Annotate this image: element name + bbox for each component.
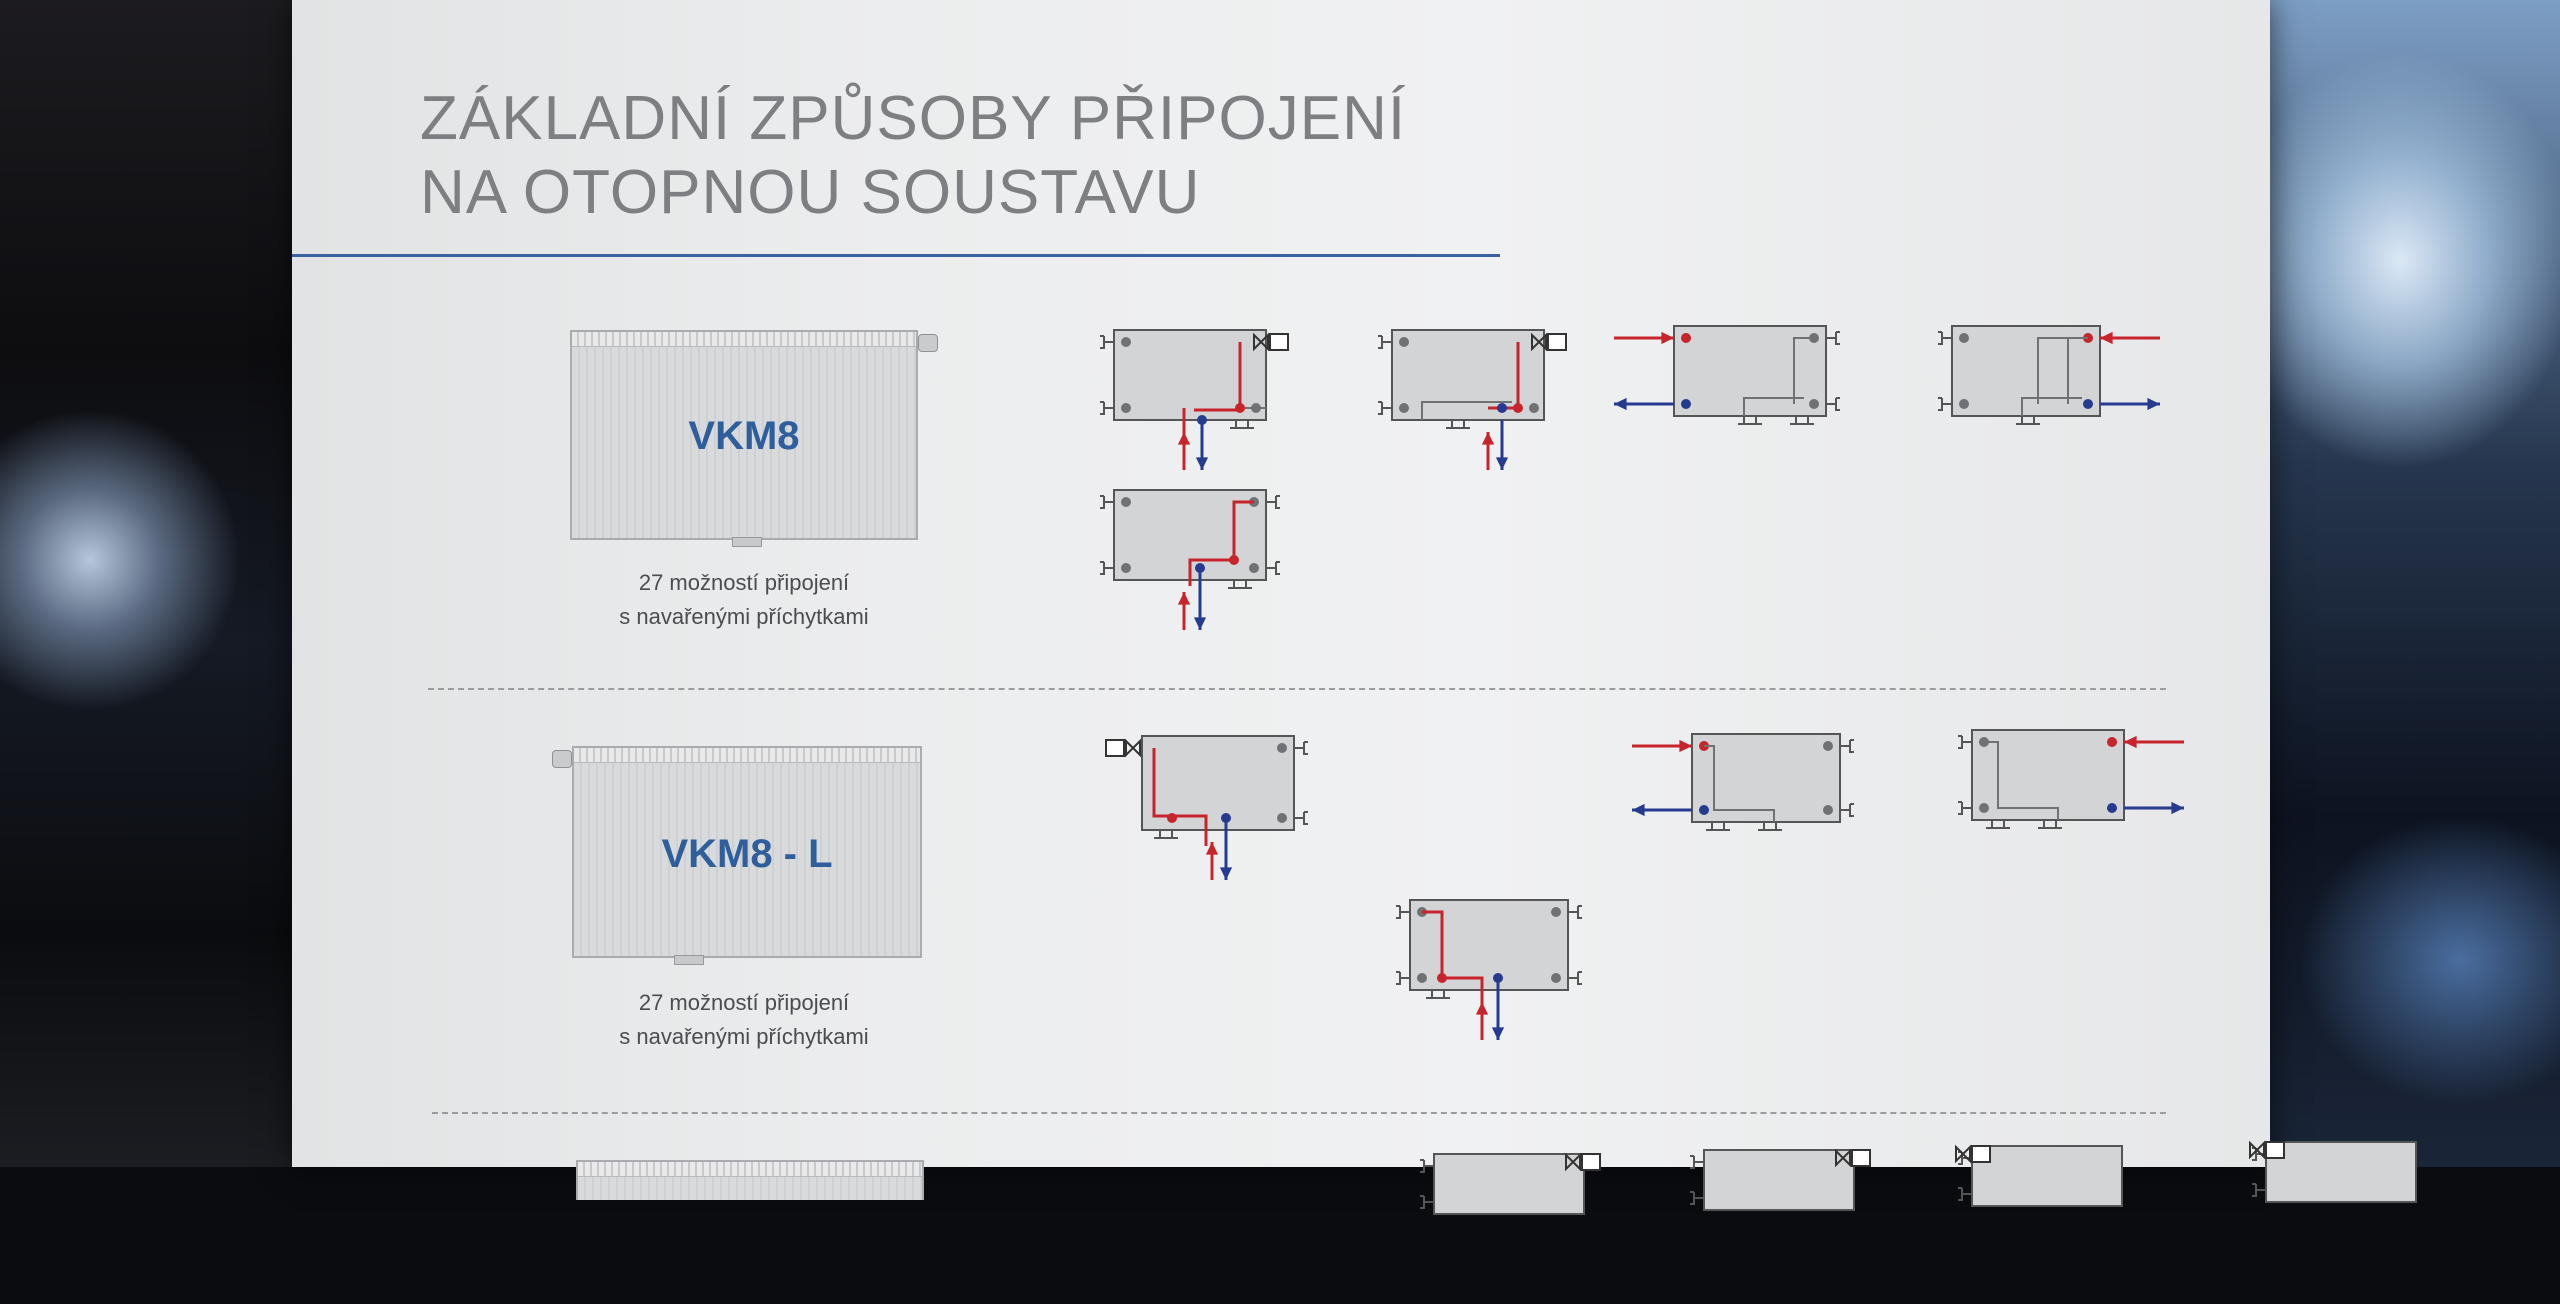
- caption-line-2: s navařenými příchytkami: [619, 1024, 869, 1049]
- section-caption: 27 možností připojení s navařenými přích…: [564, 566, 924, 634]
- model-name: VKM8 - L: [661, 832, 833, 876]
- title-line-1: ZÁKLADNÍ ZPŮSOBY PŘIPOJENÍ: [420, 84, 1407, 153]
- title-underline: [292, 254, 1500, 257]
- section-divider: [432, 1112, 2166, 1114]
- section-caption: 27 možností připojení s navařenými přích…: [564, 986, 924, 1054]
- connection-diagram-cut: [1955, 1144, 2123, 1207]
- connection-diagram: [1396, 899, 1582, 1040]
- connection-diagram: [1378, 329, 1567, 470]
- connection-diagram: [1614, 325, 1840, 425]
- connection-diagram: [1958, 729, 2184, 829]
- radiator-illustration-cut: [576, 1160, 924, 1200]
- connection-diagram: [1938, 325, 2160, 425]
- connection-diagram-cut: [1690, 1148, 1871, 1211]
- section-divider: [428, 688, 2166, 690]
- caption-line-2: s navařenými příchytkami: [619, 604, 869, 629]
- title-line-2: NA OTOPNOU SOUSTAVU: [420, 158, 1201, 227]
- radiator-illustration-vkm8: VKM8: [570, 330, 938, 547]
- connection-diagram-cut: [2249, 1140, 2417, 1203]
- caption-line-1: 27 možností připojení: [638, 570, 850, 595]
- radiator-illustration-vkm8-l: VKM8 - L: [552, 746, 922, 965]
- background-left: [0, 0, 300, 1167]
- caption-line-1: 27 možností připojení: [638, 990, 850, 1015]
- connection-diagram: [1105, 735, 1308, 880]
- model-name: VKM8: [688, 414, 800, 458]
- connection-diagram-cut: [1420, 1152, 1601, 1215]
- document-page: ZÁKLADNÍ ZPŮSOBY PŘIPOJENÍ NA OTOPNOU SO…: [292, 0, 2417, 1215]
- connection-diagram: [1632, 733, 1854, 831]
- page-title: ZÁKLADNÍ ZPŮSOBY PŘIPOJENÍ NA OTOPNOU SO…: [420, 82, 1406, 230]
- connection-diagram: [1100, 489, 1280, 630]
- connection-diagram: [1100, 329, 1289, 470]
